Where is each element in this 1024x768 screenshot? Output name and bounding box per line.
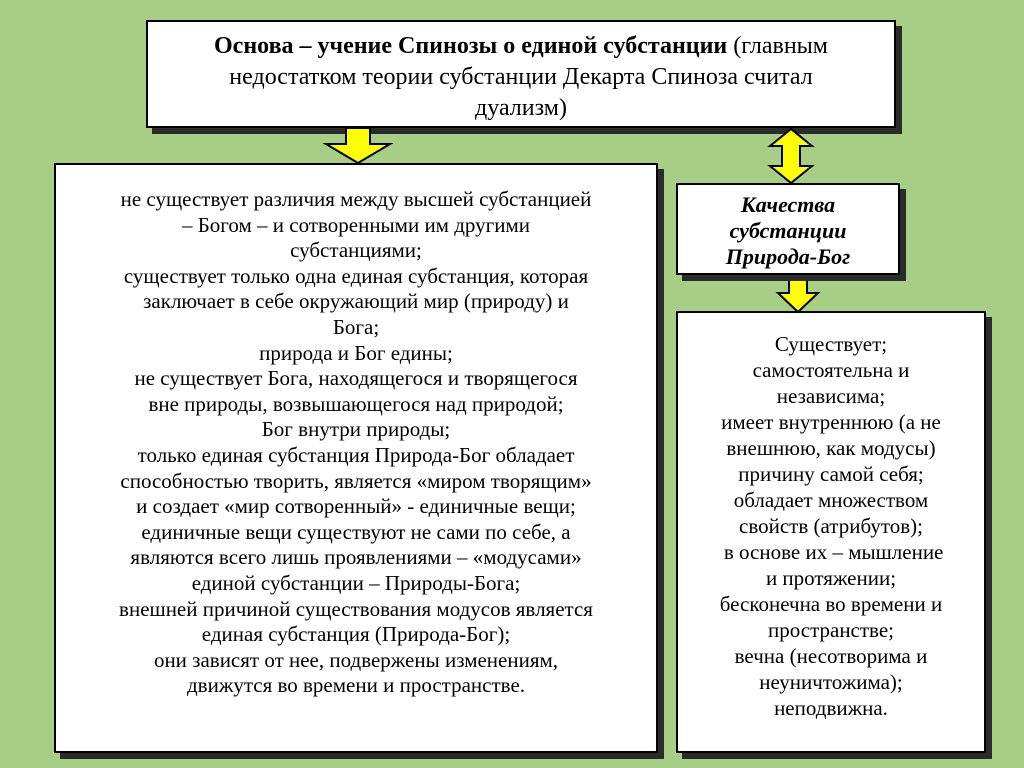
thesis-line: существует только одна единая субстанция…	[123, 263, 589, 288]
top-statement-line-1: Основа – учение Спинозы о единой субстан…	[214, 33, 828, 59]
thesis-line: субстанциями;	[290, 238, 422, 263]
substance-theses-box: не существует различия между высшей субс…	[54, 163, 658, 753]
substance-qualities-heading-box: Качества субстанции Природа-Бог	[676, 183, 900, 275]
thesis-line: Бога;	[332, 314, 380, 339]
qualities-heading-line: субстанции	[729, 218, 847, 243]
thesis-line: только единая субстанция Природа-Бог обл…	[137, 442, 575, 467]
quality-line: самостоятельна и	[752, 358, 910, 382]
top-statement-heading: Основа – учение Спинозы о единой субстан…	[214, 33, 728, 59]
quality-line: неподвижна.	[774, 696, 888, 720]
thesis-line: не существует Бога, находящегося и творя…	[134, 366, 578, 391]
qualities-heading-line: Природа-Бог	[725, 244, 851, 269]
thesis-line: являются всего лишь проявлениями – «моду…	[130, 545, 582, 570]
quality-line: внешнюю, как модусы)	[726, 436, 936, 460]
double-arrow-icon	[767, 127, 815, 185]
quality-line: Существует;	[774, 332, 888, 356]
thesis-line: внешней причиной существования модусов я…	[119, 596, 593, 621]
thesis-line: природа и Бог едины;	[259, 340, 453, 365]
thesis-line: движутся во времени и пространстве.	[186, 673, 526, 698]
thesis-line: Бог внутри природы;	[261, 417, 451, 442]
quality-line: независима;	[776, 384, 886, 408]
quality-line: неуничтожима);	[759, 670, 903, 694]
quality-line: и протяжении;	[765, 566, 897, 590]
qualities-heading-line: Качества	[740, 192, 836, 217]
quality-line: свойств (атрибутов);	[739, 514, 923, 538]
thesis-line: единичные вещи существуют не сами по себ…	[141, 519, 571, 544]
substance-qualities-box: Существует; самостоятельна и независима;…	[676, 311, 986, 753]
quality-line: вечна (несотворима и	[734, 644, 928, 668]
top-statement-box: Основа – учение Спинозы о единой субстан…	[146, 20, 896, 128]
thesis-line: и создает «мир сотворенный» - единичные …	[136, 494, 576, 519]
top-statement-line-2: недостатком теории субстанции Декарта Сп…	[229, 64, 813, 90]
thesis-line: вне природы, возвышающегося над природой…	[148, 391, 564, 416]
quality-line: пространстве;	[767, 618, 895, 642]
quality-line: бесконечна во времени и	[719, 592, 943, 616]
thesis-line: – Богом – и сотворенными им другими	[181, 212, 531, 237]
quality-line: имеет внутреннюю (а не	[721, 410, 941, 434]
quality-line: в основе их – мышление	[718, 540, 944, 564]
thesis-line: единой субстанции – Природы-Бога;	[191, 570, 521, 595]
top-statement-line-3: дуализм)	[475, 95, 567, 121]
down-arrow-left-icon	[322, 127, 394, 165]
thesis-line: не существует различия между высшей субс…	[120, 187, 592, 211]
thesis-line: они зависят от нее, подвержены изменения…	[153, 647, 559, 672]
quality-line: причину самой себя;	[738, 462, 924, 486]
thesis-line: заключает в себе окружающий мир (природу…	[143, 289, 569, 314]
thesis-line: способностью творить, является «миром тв…	[120, 468, 592, 493]
thesis-line: единая субстанция (Природа-Бог);	[201, 622, 511, 647]
down-arrow-right-icon	[775, 274, 821, 314]
quality-line: обладает множеством	[733, 488, 929, 512]
